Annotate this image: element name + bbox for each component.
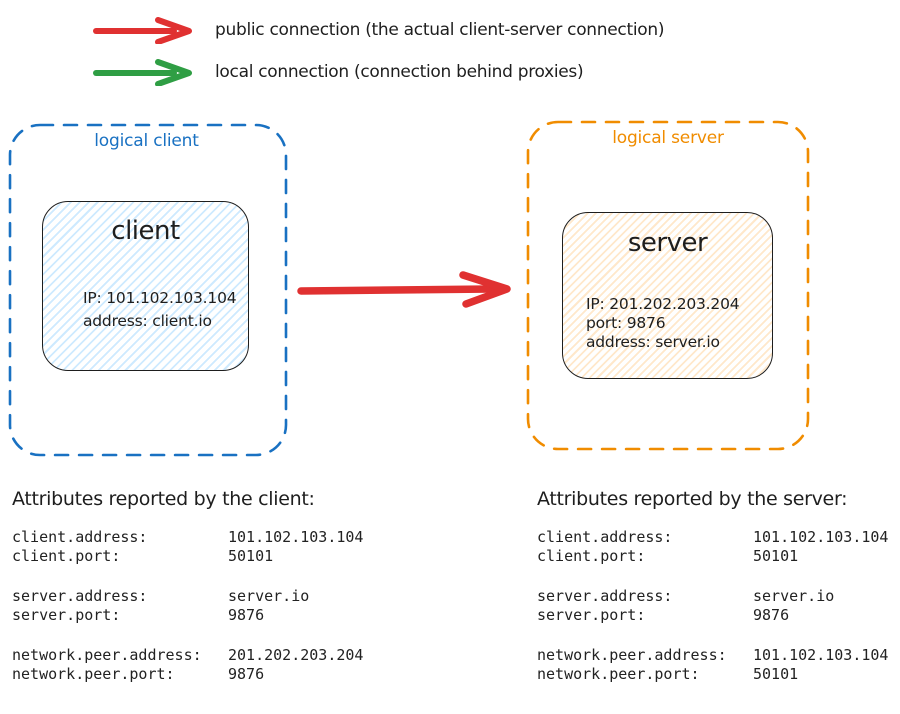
server-node-title: server — [627, 228, 708, 258]
server-attr-group-server: server.address: server.io server.port: 9… — [537, 587, 900, 625]
client-attributes-title: Attributes reported by the client: — [12, 488, 315, 510]
attr-key: network.peer.address: — [537, 646, 727, 664]
client-attr-group-server: server.address: server.io server.port: 9… — [12, 587, 382, 625]
attr-value: 50101 — [228, 547, 274, 565]
attr-row: network.peer.port: 50101 — [537, 665, 900, 684]
attr-key: client.address: — [537, 528, 673, 546]
attr-row: server.address: server.io — [537, 587, 900, 606]
attr-value: 50101 — [753, 547, 799, 565]
client-address-line: address: client.io — [83, 312, 212, 330]
attr-row: server.port: 9876 — [537, 606, 900, 625]
client-node-details: IP: 101.102.103.104 address: client.io — [83, 287, 237, 333]
attr-row: server.port: 9876 — [12, 606, 382, 625]
attr-value: 101.102.103.104 — [753, 528, 889, 546]
server-attr-group-client: client.address: 101.102.103.104 client.p… — [537, 528, 900, 566]
attr-row: client.port: 50101 — [12, 547, 382, 566]
client-attributes-block: Attributes reported by the client: clien… — [12, 486, 382, 705]
client-ip-line: IP: 101.102.103.104 — [83, 289, 237, 307]
server-ip-line: IP: 201.202.203.204 — [586, 295, 740, 313]
local-connection-arrow-icon — [92, 59, 198, 86]
client-node: client IP: 101.102.103.104 address: clie… — [42, 201, 249, 371]
attr-row: client.address: 101.102.103.104 — [537, 528, 900, 547]
attr-key: network.peer.port: — [537, 665, 700, 683]
logical-client-boundary — [8, 123, 290, 459]
logical-server-label: logical server — [612, 128, 724, 148]
server-port-line: port: 9876 — [586, 314, 666, 332]
attr-key: client.port: — [537, 547, 646, 565]
attr-value: 50101 — [753, 665, 799, 683]
attr-key: server.address: — [12, 587, 148, 605]
attr-key: server.port: — [537, 606, 646, 624]
logical-client-label: logical client — [94, 131, 199, 151]
attr-key: server.address: — [537, 587, 673, 605]
public-connection-arrow-icon — [92, 17, 198, 44]
attr-value: 101.102.103.104 — [228, 528, 364, 546]
attr-value: 101.102.103.104 — [753, 646, 889, 664]
attr-value: 201.202.203.204 — [228, 646, 364, 664]
attr-row: client.address: 101.102.103.104 — [12, 528, 382, 547]
logical-server-boundary — [526, 120, 812, 453]
client-attr-group-network-peer: network.peer.address: 201.202.203.204 ne… — [12, 646, 382, 684]
server-node: server IP: 201.202.203.204 port: 9876 ad… — [562, 212, 773, 379]
attr-value: 9876 — [228, 665, 265, 683]
attr-value: 9876 — [228, 606, 265, 624]
client-attr-group-client: client.address: 101.102.103.104 client.p… — [12, 528, 382, 566]
server-attributes-block: Attributes reported by the server: clien… — [537, 486, 900, 705]
attr-key: network.peer.port: — [12, 665, 175, 683]
client-node-title: client — [111, 216, 180, 246]
local-connection-label: local connection (connection behind prox… — [215, 62, 584, 82]
server-attributes-title: Attributes reported by the server: — [537, 488, 848, 510]
server-address-line: address: server.io — [586, 333, 720, 351]
attr-value: 9876 — [753, 606, 790, 624]
attr-row: client.port: 50101 — [537, 547, 900, 566]
attr-row: server.address: server.io — [12, 587, 382, 606]
attr-key: client.address: — [12, 528, 148, 546]
attr-key: client.port: — [12, 547, 121, 565]
server-node-details: IP: 201.202.203.204 port: 9876 address: … — [586, 295, 740, 352]
attr-key: network.peer.address: — [12, 646, 202, 664]
attr-row: network.peer.address: 101.102.103.104 — [537, 646, 900, 665]
server-attr-group-network-peer: network.peer.address: 101.102.103.104 ne… — [537, 646, 900, 684]
attr-value: server.io — [753, 587, 835, 605]
attr-row: network.peer.address: 201.202.203.204 — [12, 646, 382, 665]
attr-key: server.port: — [12, 606, 121, 624]
client-to-server-arrow-icon — [294, 271, 516, 309]
public-connection-label: public connection (the actual client-ser… — [215, 20, 665, 40]
attr-value: server.io — [228, 587, 310, 605]
attr-row: network.peer.port: 9876 — [12, 665, 382, 684]
